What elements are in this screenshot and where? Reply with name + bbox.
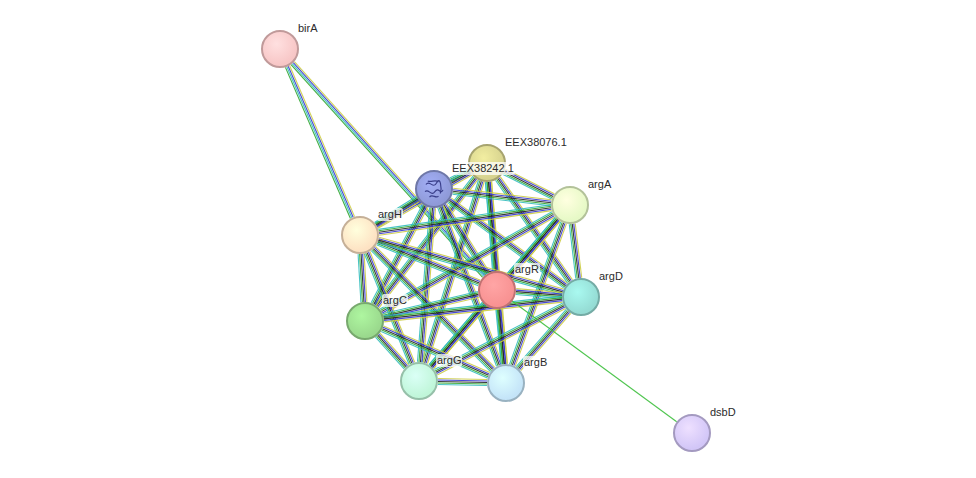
- protein-node: argD: [562, 278, 600, 316]
- evidence-line: [434, 303, 562, 370]
- protein-node: argH: [341, 216, 379, 254]
- protein-node: argA: [551, 186, 589, 224]
- node-label: argD: [598, 270, 624, 283]
- evidence-line: [383, 327, 489, 374]
- evidence-line: [377, 336, 406, 368]
- interaction-edge: [381, 326, 490, 378]
- evidence-line: [376, 199, 418, 225]
- evidence-line: [384, 326, 490, 373]
- evidence-line: [438, 381, 487, 382]
- interaction-edge: [453, 188, 552, 206]
- interaction-edge: [438, 378, 487, 385]
- evidence-line: [520, 312, 570, 369]
- evidence-line: [378, 205, 550, 230]
- evidence-line: [375, 198, 417, 224]
- node-label: argH: [377, 208, 403, 221]
- node-label: argG: [436, 354, 462, 367]
- evidence-line: [433, 305, 486, 367]
- interaction-edge: [358, 254, 367, 302]
- evidence-line: [379, 237, 563, 289]
- evidence-line: [521, 313, 571, 370]
- structure-stroke: [425, 190, 443, 194]
- structure-stroke: [428, 181, 439, 182]
- evidence-line: [569, 224, 575, 278]
- protein-node: argG: [400, 362, 438, 400]
- node-label: dsbD: [709, 406, 737, 419]
- evidence-line: [518, 311, 568, 368]
- node-label: birA: [297, 22, 319, 35]
- evidence-line: [377, 243, 561, 295]
- evidence-line: [384, 298, 562, 318]
- protein-node: dsbD: [673, 414, 711, 452]
- evidence-line: [572, 224, 578, 278]
- structure-icon: [417, 172, 451, 206]
- evidence-line: [377, 200, 419, 226]
- interaction-edge: [285, 66, 354, 219]
- node-label: EEX38242.1: [451, 162, 515, 175]
- interaction-edge: [377, 237, 563, 295]
- protein-node: argC: [346, 302, 384, 340]
- evidence-line: [384, 296, 562, 316]
- evidence-line: [438, 380, 487, 381]
- evidence-line: [438, 383, 487, 384]
- evidence-line: [358, 254, 361, 302]
- protein-node: EEX38242.1: [415, 170, 453, 208]
- evidence-line: [375, 196, 417, 222]
- evidence-line: [375, 337, 404, 369]
- evidence-line: [384, 299, 562, 319]
- node-label: EEX38076.1: [504, 136, 568, 149]
- structure-stroke: [430, 196, 439, 197]
- interaction-edge: [512, 301, 676, 422]
- protein-node: argR: [478, 271, 516, 309]
- interaction-edge: [569, 224, 581, 279]
- evidence-line: [438, 384, 487, 385]
- evidence-line: [438, 378, 487, 379]
- node-label: argB: [523, 356, 548, 369]
- interaction-edge: [516, 309, 571, 370]
- evidence-line: [453, 191, 551, 203]
- evidence-line: [288, 66, 353, 217]
- evidence-line: [453, 194, 551, 206]
- evidence-line: [378, 202, 420, 228]
- evidence-line: [290, 66, 355, 217]
- evidence-line: [382, 329, 488, 376]
- node-label: argA: [587, 178, 612, 191]
- node-label: argR: [514, 263, 540, 276]
- protein-node: argB: [487, 364, 525, 402]
- protein-node: birA: [261, 30, 299, 68]
- evidence-line: [453, 193, 551, 205]
- node-label: argC: [382, 294, 408, 307]
- evidence-line: [512, 301, 676, 422]
- evidence-line: [378, 335, 407, 367]
- evidence-line: [571, 224, 577, 278]
